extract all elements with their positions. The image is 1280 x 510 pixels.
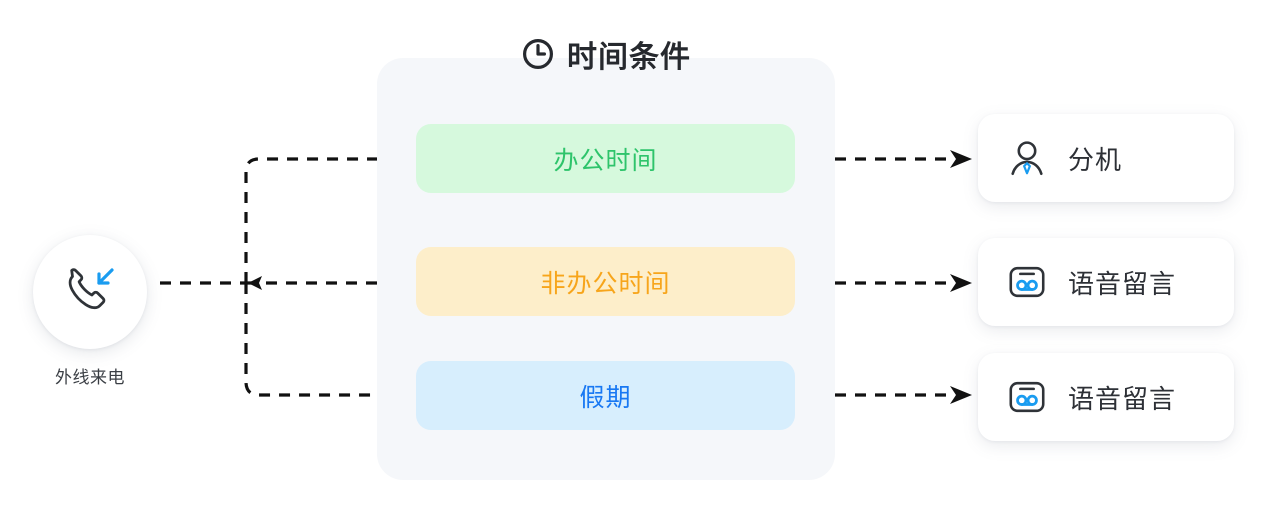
panel-title: 时间条件 [377, 28, 835, 80]
condition-chip-label: 办公时间 [553, 146, 658, 175]
condition-chip-non-office-hours[interactable]: 非办公时间 [416, 247, 795, 316]
voicemail-icon [1009, 266, 1045, 298]
source-node-circle [33, 235, 147, 349]
page-title: 时间条件 [567, 41, 691, 74]
arrowhead-holiday [950, 386, 972, 404]
destination-card-extension[interactable]: 分机 [978, 114, 1234, 202]
source-node-label: 外线来电 [55, 368, 125, 387]
condition-chip-office-hours[interactable]: 办公时间 [416, 124, 795, 193]
extension-user-icon [1011, 141, 1043, 176]
incoming-call-icon [68, 268, 114, 310]
arrowhead-nonoffice [950, 274, 972, 292]
destination-card-voicemail-2[interactable]: 语音留言 [978, 353, 1234, 441]
condition-chip-label: 非办公时间 [540, 269, 671, 298]
arrowhead-office [950, 150, 972, 168]
voicemail-icon [1009, 381, 1045, 413]
condition-chip-label: 假期 [579, 383, 632, 412]
junction-arrowhead [248, 276, 262, 290]
destination-card-voicemail-1[interactable]: 语音留言 [978, 238, 1234, 326]
clock-icon [523, 39, 553, 69]
destination-card-label: 语音留言 [1068, 268, 1177, 299]
destination-card-label: 分机 [1068, 144, 1123, 175]
condition-chip-holiday[interactable]: 假期 [416, 361, 795, 430]
source-node[interactable]: 外线来电 [30, 235, 150, 388]
destination-card-label: 语音留言 [1068, 383, 1177, 414]
